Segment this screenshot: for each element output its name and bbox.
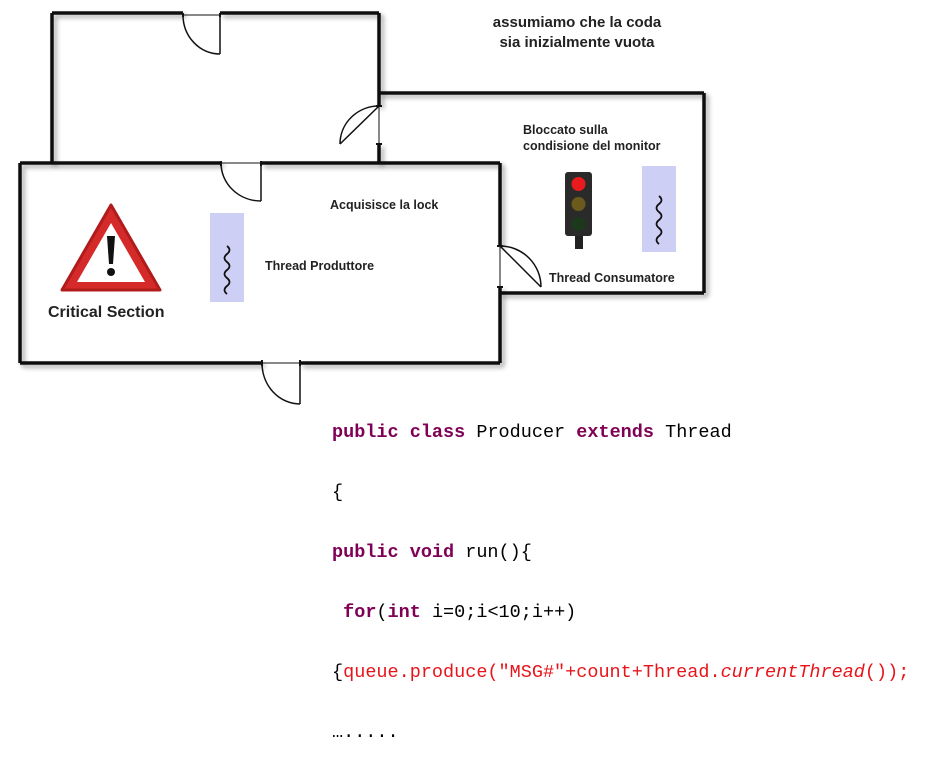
code-text: (: [376, 602, 388, 623]
code-line-2: {: [332, 478, 909, 508]
code-text: ….....: [332, 722, 399, 743]
queue-note: assumiamo che la coda sia inizialmente v…: [472, 13, 682, 53]
floor-plan: [18, 11, 706, 405]
blocked-label: Bloccato sulla condisione del monitor: [523, 122, 661, 154]
door-right-room: [339, 105, 382, 145]
top-room: [50, 11, 381, 163]
code-text: {: [332, 662, 344, 683]
code-keyword: for: [343, 602, 377, 623]
code-text: Producer: [465, 422, 577, 443]
code-keyword: int: [387, 602, 421, 623]
code-call: queue.produce("MSG#"+count+Thread.: [343, 662, 721, 683]
producer-thread-icon: [210, 213, 244, 302]
producer-thread-label: Thread Produttore: [265, 259, 375, 273]
warning-icon: [60, 203, 162, 292]
code-line-4: for(int i=0;i<10;i++): [332, 598, 909, 628]
main-room: [18, 161, 502, 365]
code-line-3: public void run(){: [332, 538, 909, 568]
code-text: {: [332, 482, 344, 503]
acquires-lock-label: Acquisisce la lock: [330, 198, 439, 212]
right-room: [379, 91, 706, 295]
code-call-method: currentThread: [720, 662, 865, 683]
code-text: i=0;i<10;i++): [420, 602, 577, 623]
code-line-5: {queue.produce("MSG#"+count+Thread.curre…: [332, 658, 909, 688]
critical-section-label: Critical Section: [48, 304, 165, 321]
code-line-1: public class Producer extends Thread: [332, 418, 909, 448]
code-keyword: extends: [576, 422, 654, 443]
code-text: run(){: [454, 542, 532, 563]
blocked-label-line1: Bloccato sulla: [523, 123, 608, 137]
code-text: Thread: [653, 422, 732, 443]
door-main-room-right: [497, 245, 542, 288]
code-line-6: ….....: [332, 718, 909, 748]
code-keyword: public class: [332, 422, 466, 443]
queue-note-line2: sia inizialmente vuota: [499, 34, 655, 51]
door-main-room-top: [220, 161, 262, 202]
door-main-room-bottom: [261, 360, 301, 405]
traffic-light-icon: [565, 172, 592, 249]
door-top-room: [182, 13, 221, 55]
code-keyword: public void: [332, 542, 455, 563]
queue-note-line1: assumiamo che la coda: [492, 14, 662, 31]
blocked-label-line2: condisione del monitor: [523, 139, 661, 153]
consumer-thread-label: Thread Consumatore: [549, 271, 675, 285]
consumer-thread-icon: [642, 166, 676, 252]
code-call-end: ());: [864, 662, 910, 683]
code-text: [332, 602, 343, 623]
producer-code: public class Producer extends Thread { p…: [332, 388, 909, 778]
